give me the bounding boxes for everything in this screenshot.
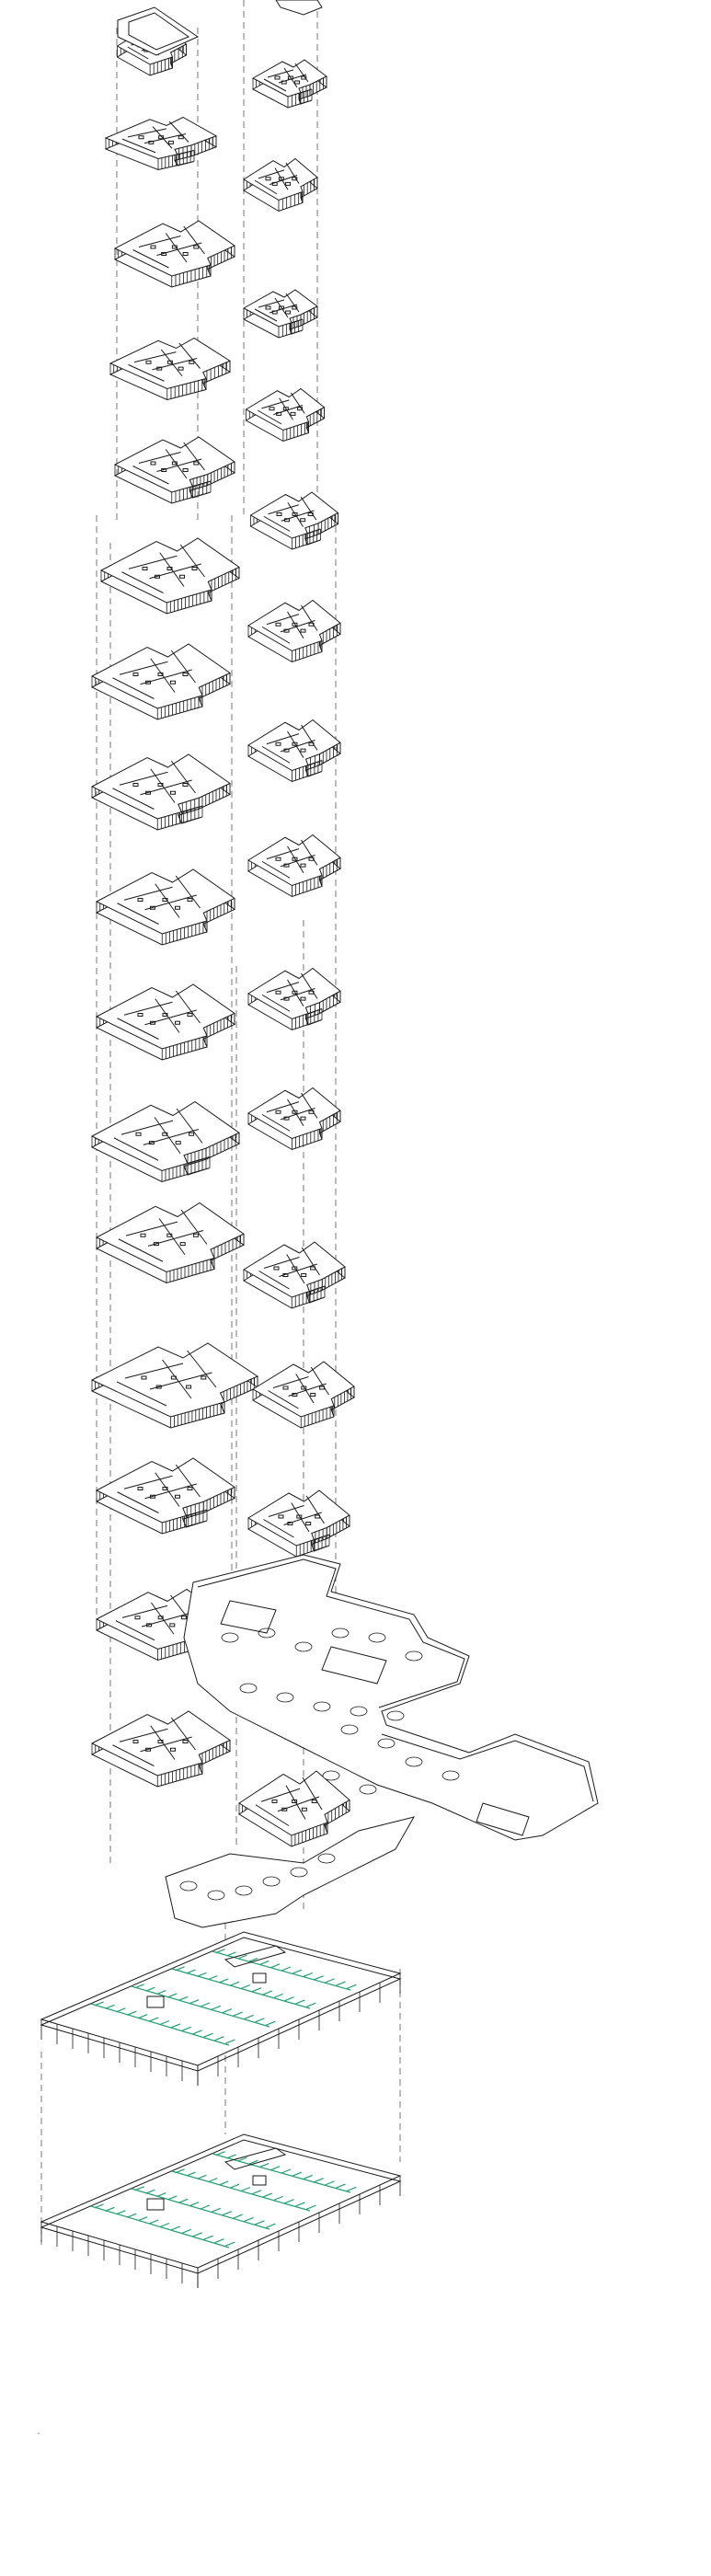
right-floor-plate [244,159,317,212]
left-floor-plate [106,118,216,170]
left-floor-plate [115,437,235,503]
parking-level-lower [41,2134,400,2288]
left-floor-plate [92,1343,258,1428]
planter-circle [314,1702,330,1711]
planter-circle [350,1707,367,1716]
planter-circle [222,1633,238,1642]
left-floor-plate [92,1711,230,1787]
podium-level-upper [184,1555,598,1840]
left-floor-plate [92,754,230,830]
planter-circle [323,1771,339,1780]
right-floor-plate [248,969,340,1030]
parking-slab [41,1932,400,2065]
right-floor-plate [248,720,340,782]
stair-core [147,1996,164,2007]
right-floor-plate [239,1771,350,1846]
stair-core [147,2199,164,2210]
planter-circle [360,1785,376,1794]
right-floor-plate [253,1362,354,1428]
planter-circle [406,1651,422,1661]
alignment-leader-lines [41,0,400,2245]
left-floor-plate [110,339,230,400]
plaza-planter-circles [222,1628,459,1794]
left-floor-plate [92,644,230,719]
right-floor-plate [248,1490,350,1557]
planter-circle [369,1633,385,1642]
right-floor-plate [251,492,338,549]
roof-cap-plate-right [276,0,322,15]
ramp [225,2148,285,2169]
elevator-core [253,1973,266,1983]
right-floor-plate [244,290,317,338]
left-tower-floor-plates [92,7,258,1787]
planter-circle [208,1891,224,1900]
left-floor-plate [97,1458,235,1534]
right-floor-plate [248,835,340,897]
planter-circle [277,1693,293,1702]
right-floor-plate [244,1242,345,1308]
right-tower-floor-plates [239,0,354,1846]
left-floor-plate [97,869,235,945]
podium-level-lower [166,1817,414,1927]
podium-lower-slab [166,1817,414,1927]
planter-circle [442,1771,459,1780]
planter-circle [341,1725,358,1734]
planter-circle [295,1642,312,1651]
left-floor-plate [115,221,235,287]
left-floor-plate [101,538,239,614]
planter-circle [378,1739,395,1748]
ramp [225,1946,285,1967]
right-floor-plate [248,1088,340,1150]
plaza-planter-circles-lower [180,1854,335,1900]
planter-circle [291,1868,307,1877]
parking-level-upper [41,1932,400,2086]
planter-circle [240,1684,257,1693]
planter-circle [387,1711,404,1720]
planter-circle [332,1628,349,1638]
right-floor-plate [253,60,327,108]
elevator-core [253,2176,266,2185]
roof-cap-plate [118,7,198,55]
planter-circle [406,1757,422,1766]
left-floor-plate [97,1203,244,1283]
left-floor-plate [97,984,235,1060]
planter-circle [180,1881,197,1891]
right-floor-plate [248,601,340,662]
planter-circle [235,1886,252,1895]
podium-upper-slab [184,1555,598,1840]
stray-mark [38,2432,40,2434]
planter-circle [318,1854,335,1863]
right-floor-plate [247,389,325,442]
left-floor-plate [92,1102,239,1182]
parking-slab [41,2134,400,2268]
planter-circle [263,1877,280,1886]
